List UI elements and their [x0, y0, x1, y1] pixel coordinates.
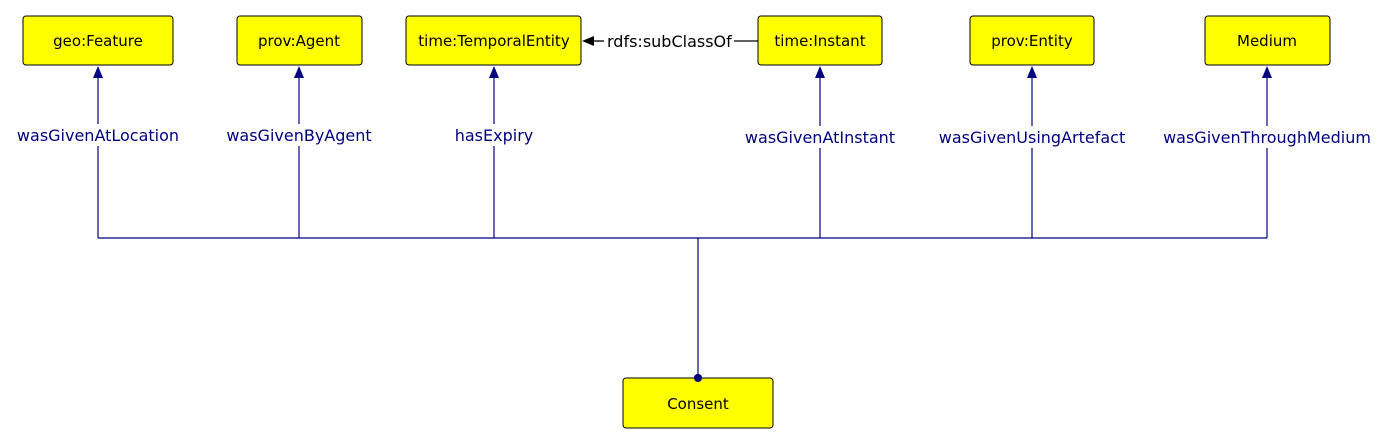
node-label-geo-feature: geo:Feature	[53, 32, 143, 50]
label-has-expiry: hasExpiry	[455, 126, 534, 145]
node-label-prov-agent: prov:Agent	[258, 32, 340, 50]
property-edges	[93, 66, 1272, 382]
node-label-time-temporal-entity: time:TemporalEntity	[418, 32, 570, 50]
arrowhead-was-given-using-artefact	[1027, 66, 1037, 78]
node-label-prov-entity: prov:Entity	[991, 32, 1073, 50]
node-time-instant[interactable]: time:Instant	[757, 15, 883, 66]
nodes: geo:Feature prov:Agent time:TemporalEnti…	[22, 15, 1331, 429]
node-medium[interactable]: Medium	[1204, 15, 1331, 66]
consent-connection-dot	[694, 374, 702, 382]
node-prov-agent[interactable]: prov:Agent	[236, 15, 363, 66]
node-label-consent: Consent	[667, 395, 729, 413]
node-time-temporal-entity[interactable]: time:TemporalEntity	[405, 15, 582, 66]
edge-labels: wasGivenAtLocation wasGivenByAgent hasEx…	[14, 124, 1374, 148]
label-was-given-at-instant: wasGivenAtInstant	[745, 128, 895, 147]
label-was-given-using-artefact: wasGivenUsingArtefact	[939, 128, 1125, 147]
arrowhead-subclass-of	[582, 36, 594, 46]
subclass-edge: rdfs:subClassOf	[582, 32, 758, 51]
node-geo-feature[interactable]: geo:Feature	[22, 15, 174, 66]
arrowhead-was-given-through-medium	[1262, 66, 1272, 78]
label-was-given-through-medium: wasGivenThroughMedium	[1163, 128, 1371, 147]
arrowhead-was-given-at-location	[93, 66, 103, 78]
arrowhead-was-given-by-agent	[294, 66, 304, 78]
label-was-given-by-agent: wasGivenByAgent	[226, 126, 371, 145]
node-consent[interactable]: Consent	[622, 377, 774, 429]
node-label-medium: Medium	[1237, 32, 1297, 50]
arrowhead-was-given-at-instant	[815, 66, 825, 78]
node-prov-entity[interactable]: prov:Entity	[969, 15, 1095, 66]
label-subclass-of: rdfs:subClassOf	[607, 32, 732, 51]
node-label-time-instant: time:Instant	[774, 32, 865, 50]
arrowhead-has-expiry	[489, 66, 499, 78]
label-was-given-at-location: wasGivenAtLocation	[17, 126, 179, 145]
